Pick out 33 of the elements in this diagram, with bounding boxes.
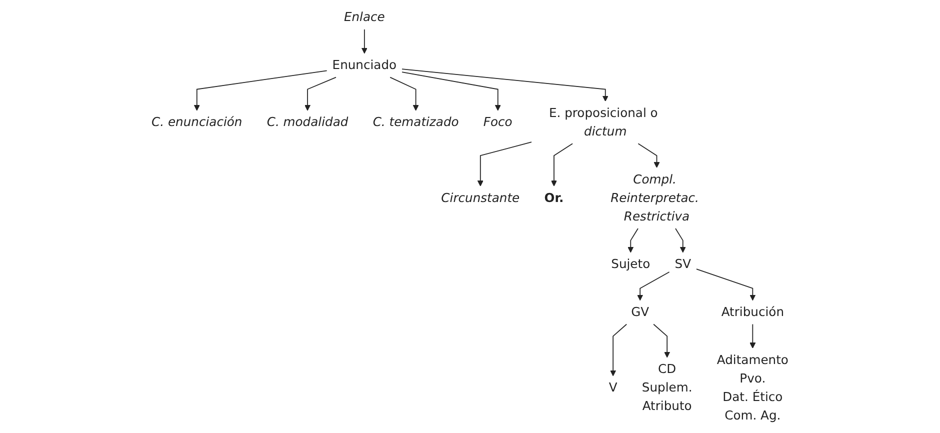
node-text: Enlace bbox=[344, 10, 385, 25]
arrow bbox=[361, 28, 368, 54]
arrow bbox=[550, 143, 573, 186]
node-text: Aditamento Pvo. Dat. Ético Com. Ag. bbox=[716, 352, 788, 423]
node-text: SV bbox=[674, 257, 691, 272]
node-text: Or. bbox=[544, 190, 564, 206]
node-text: E. proposicional o dictum bbox=[548, 106, 658, 139]
node-text: C. tematizado bbox=[372, 115, 459, 130]
arrow bbox=[696, 268, 756, 301]
arrow bbox=[750, 324, 756, 348]
arrow bbox=[194, 70, 328, 111]
arrow bbox=[304, 76, 336, 111]
node-text: C. modalidad bbox=[266, 115, 348, 130]
arrow bbox=[402, 68, 608, 102]
node-text: C. enunciación bbox=[152, 115, 242, 130]
arrow bbox=[402, 72, 501, 111]
node-text: GV bbox=[631, 305, 650, 320]
arrow bbox=[477, 142, 532, 186]
node-text: Compl. Reinterpretac. Restrictiva bbox=[610, 172, 699, 224]
node-text: Enunciado bbox=[332, 58, 397, 73]
arrow bbox=[628, 228, 638, 253]
arrow bbox=[638, 143, 660, 168]
node-text: Foco bbox=[483, 115, 512, 130]
node-text: V bbox=[608, 380, 618, 396]
arrow bbox=[675, 228, 686, 253]
arrow bbox=[610, 324, 628, 376]
arrow bbox=[637, 272, 670, 301]
arrow bbox=[653, 324, 670, 358]
node-text: Atribución bbox=[721, 305, 784, 320]
arrow bbox=[390, 76, 419, 111]
node-text: Circunstante bbox=[441, 190, 520, 206]
node-text: Sujeto bbox=[611, 257, 650, 272]
node-text: CD Suplem. Atributo bbox=[642, 362, 692, 414]
